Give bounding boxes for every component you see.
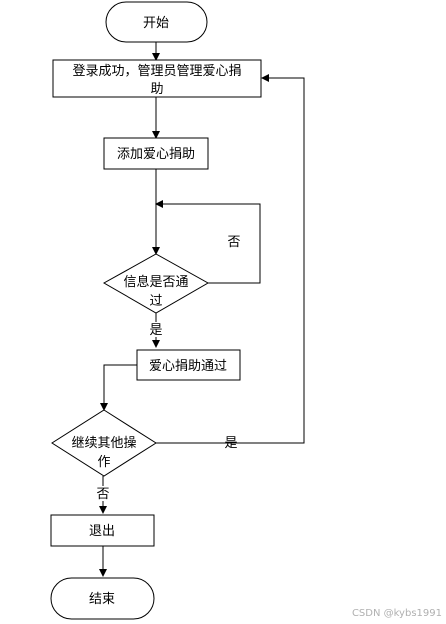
edge-continue-yes-loop	[156, 74, 305, 444]
continue-yes-label: 是	[224, 436, 237, 451]
approve-yes-label: 是	[149, 323, 162, 338]
donation-approved-node: 爱心捐助通过	[136, 349, 241, 381]
edges	[99, 42, 305, 577]
approve-no-label: 否	[227, 235, 240, 250]
approve-label-line2: 过	[149, 294, 162, 309]
login-label-line2: 助	[150, 82, 163, 97]
add-donation-node: 添加爱心捐助	[103, 137, 209, 170]
exit-node: 退出	[50, 514, 155, 547]
approve-decision-node: 信息是否通 过	[102, 253, 210, 314]
approve-label-line1: 信息是否通	[123, 274, 188, 290]
login-process-node: 登录成功，管理员管理爱心捐 助	[52, 59, 262, 98]
end-node: 结束	[50, 577, 155, 620]
continue-decision-node: 继续其他操 作	[51, 409, 157, 477]
login-label-line1: 登录成功，管理员管理爱心捐	[72, 64, 241, 79]
donation-approved-label: 爱心捐助通过	[149, 359, 227, 374]
end-label: 结束	[89, 592, 115, 607]
add-donation-label: 添加爱心捐助	[117, 147, 195, 162]
edge-approve-no-loop	[155, 200, 261, 284]
start-label: 开始	[143, 16, 169, 31]
exit-label: 退出	[89, 524, 115, 539]
start-node: 开始	[105, 1, 208, 43]
continue-label-line1: 继续其他操	[71, 435, 136, 451]
continue-no-label: 否	[96, 487, 109, 502]
edge-approved-to-continue	[100, 364, 137, 411]
continue-label-line2: 作	[97, 455, 110, 470]
watermark: CSDN @kybs1991	[352, 608, 442, 619]
